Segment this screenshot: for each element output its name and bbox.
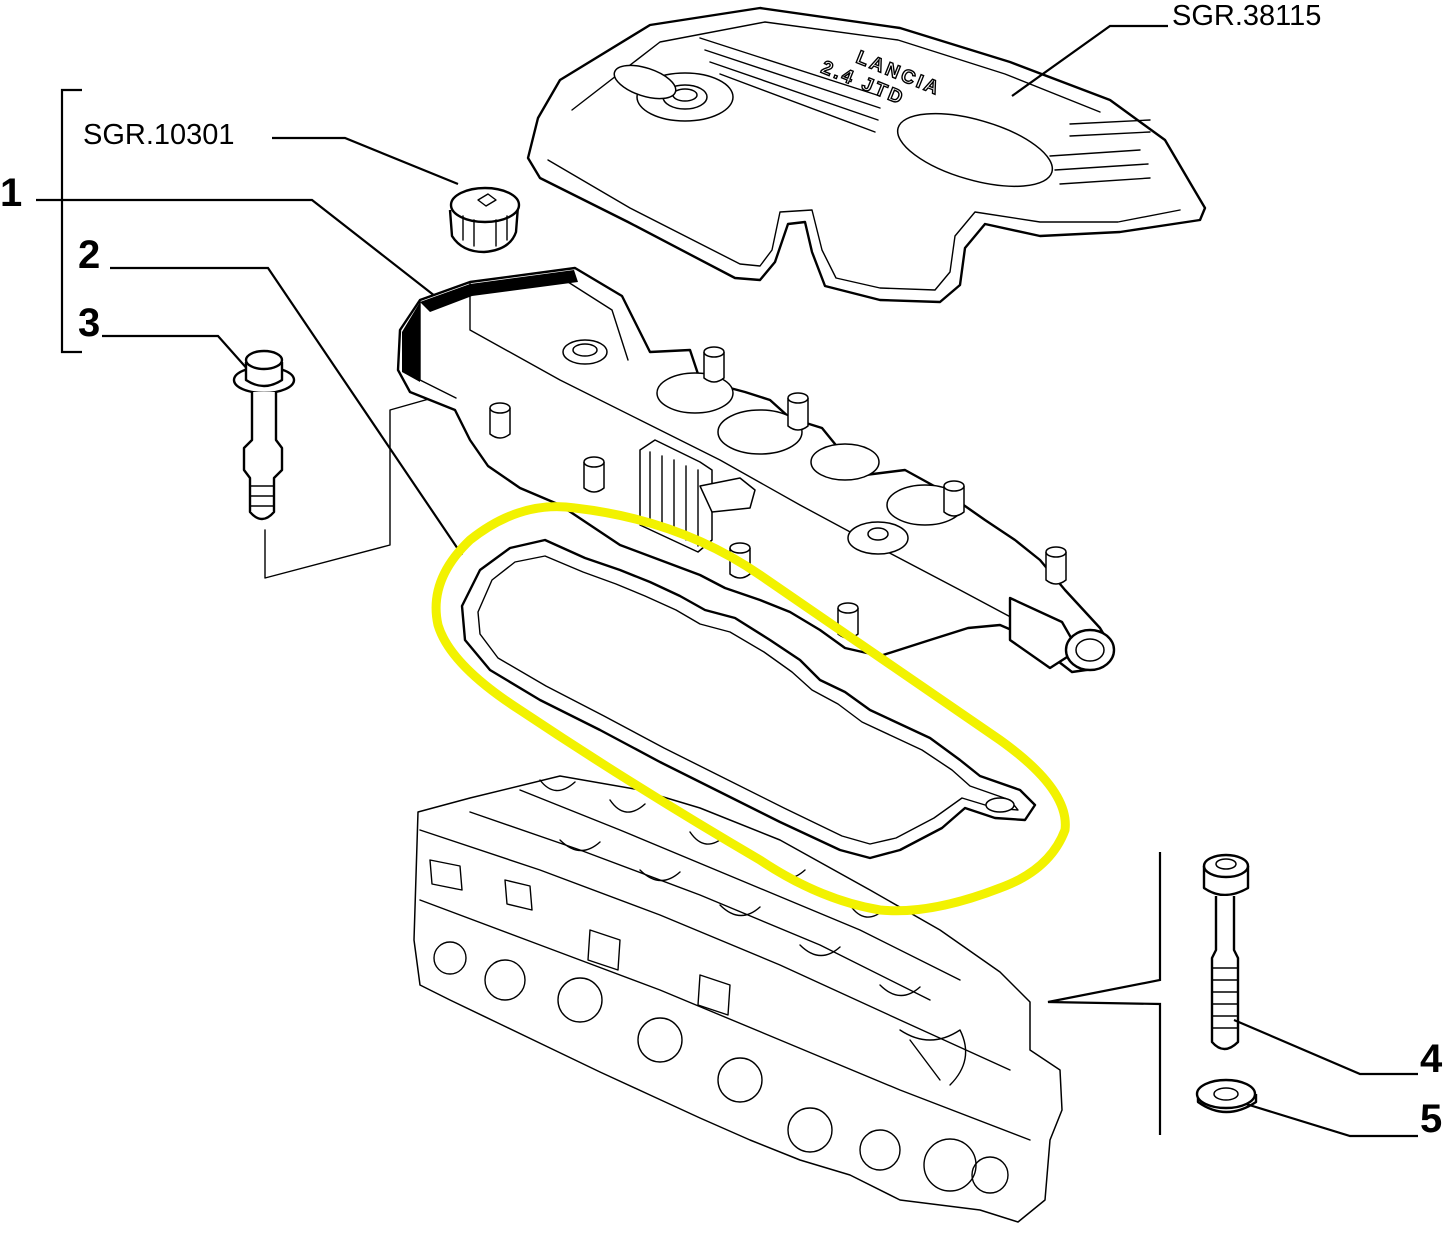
item-number-3: 3 (78, 301, 100, 345)
item-number-4: 4 (1420, 1037, 1443, 1081)
cylinder-head-bolt-washer (1195, 1078, 1258, 1114)
leader-item-3 (102, 334, 251, 373)
item-number-1: 1 (0, 171, 22, 215)
leader-item-1 (36, 198, 441, 301)
item-number-2: 2 (78, 233, 100, 277)
leader-item-5 (1245, 1102, 1418, 1138)
bolt-location-line (264, 379, 497, 579)
cylinder-head (413, 775, 1063, 1223)
item-number-5: 5 (1420, 1097, 1442, 1141)
cylinder-head-bolt (1202, 853, 1250, 1051)
leader-item-4 (1233, 1018, 1418, 1076)
leader-oil-cap (272, 136, 459, 186)
engine-cover: LANCIA 2.4 JTD (526, 6, 1207, 304)
gasket-highlight-ring (431, 502, 1070, 916)
valve-cover-bolt (232, 349, 296, 521)
group-bracket-1-3 (60, 88, 82, 354)
oil-filler-cap (448, 186, 521, 254)
leader-engine-cover (1011, 24, 1168, 97)
engine-cover-ref-label: SGR.38115 (1172, 0, 1321, 32)
oil-cap-ref-label: SGR.10301 (83, 119, 235, 151)
valve-cover (396, 266, 1116, 674)
valve-cover-gasket (460, 538, 1037, 860)
group-bracket-4-5 (1047, 852, 1162, 1135)
leader-item-2 (110, 266, 463, 556)
